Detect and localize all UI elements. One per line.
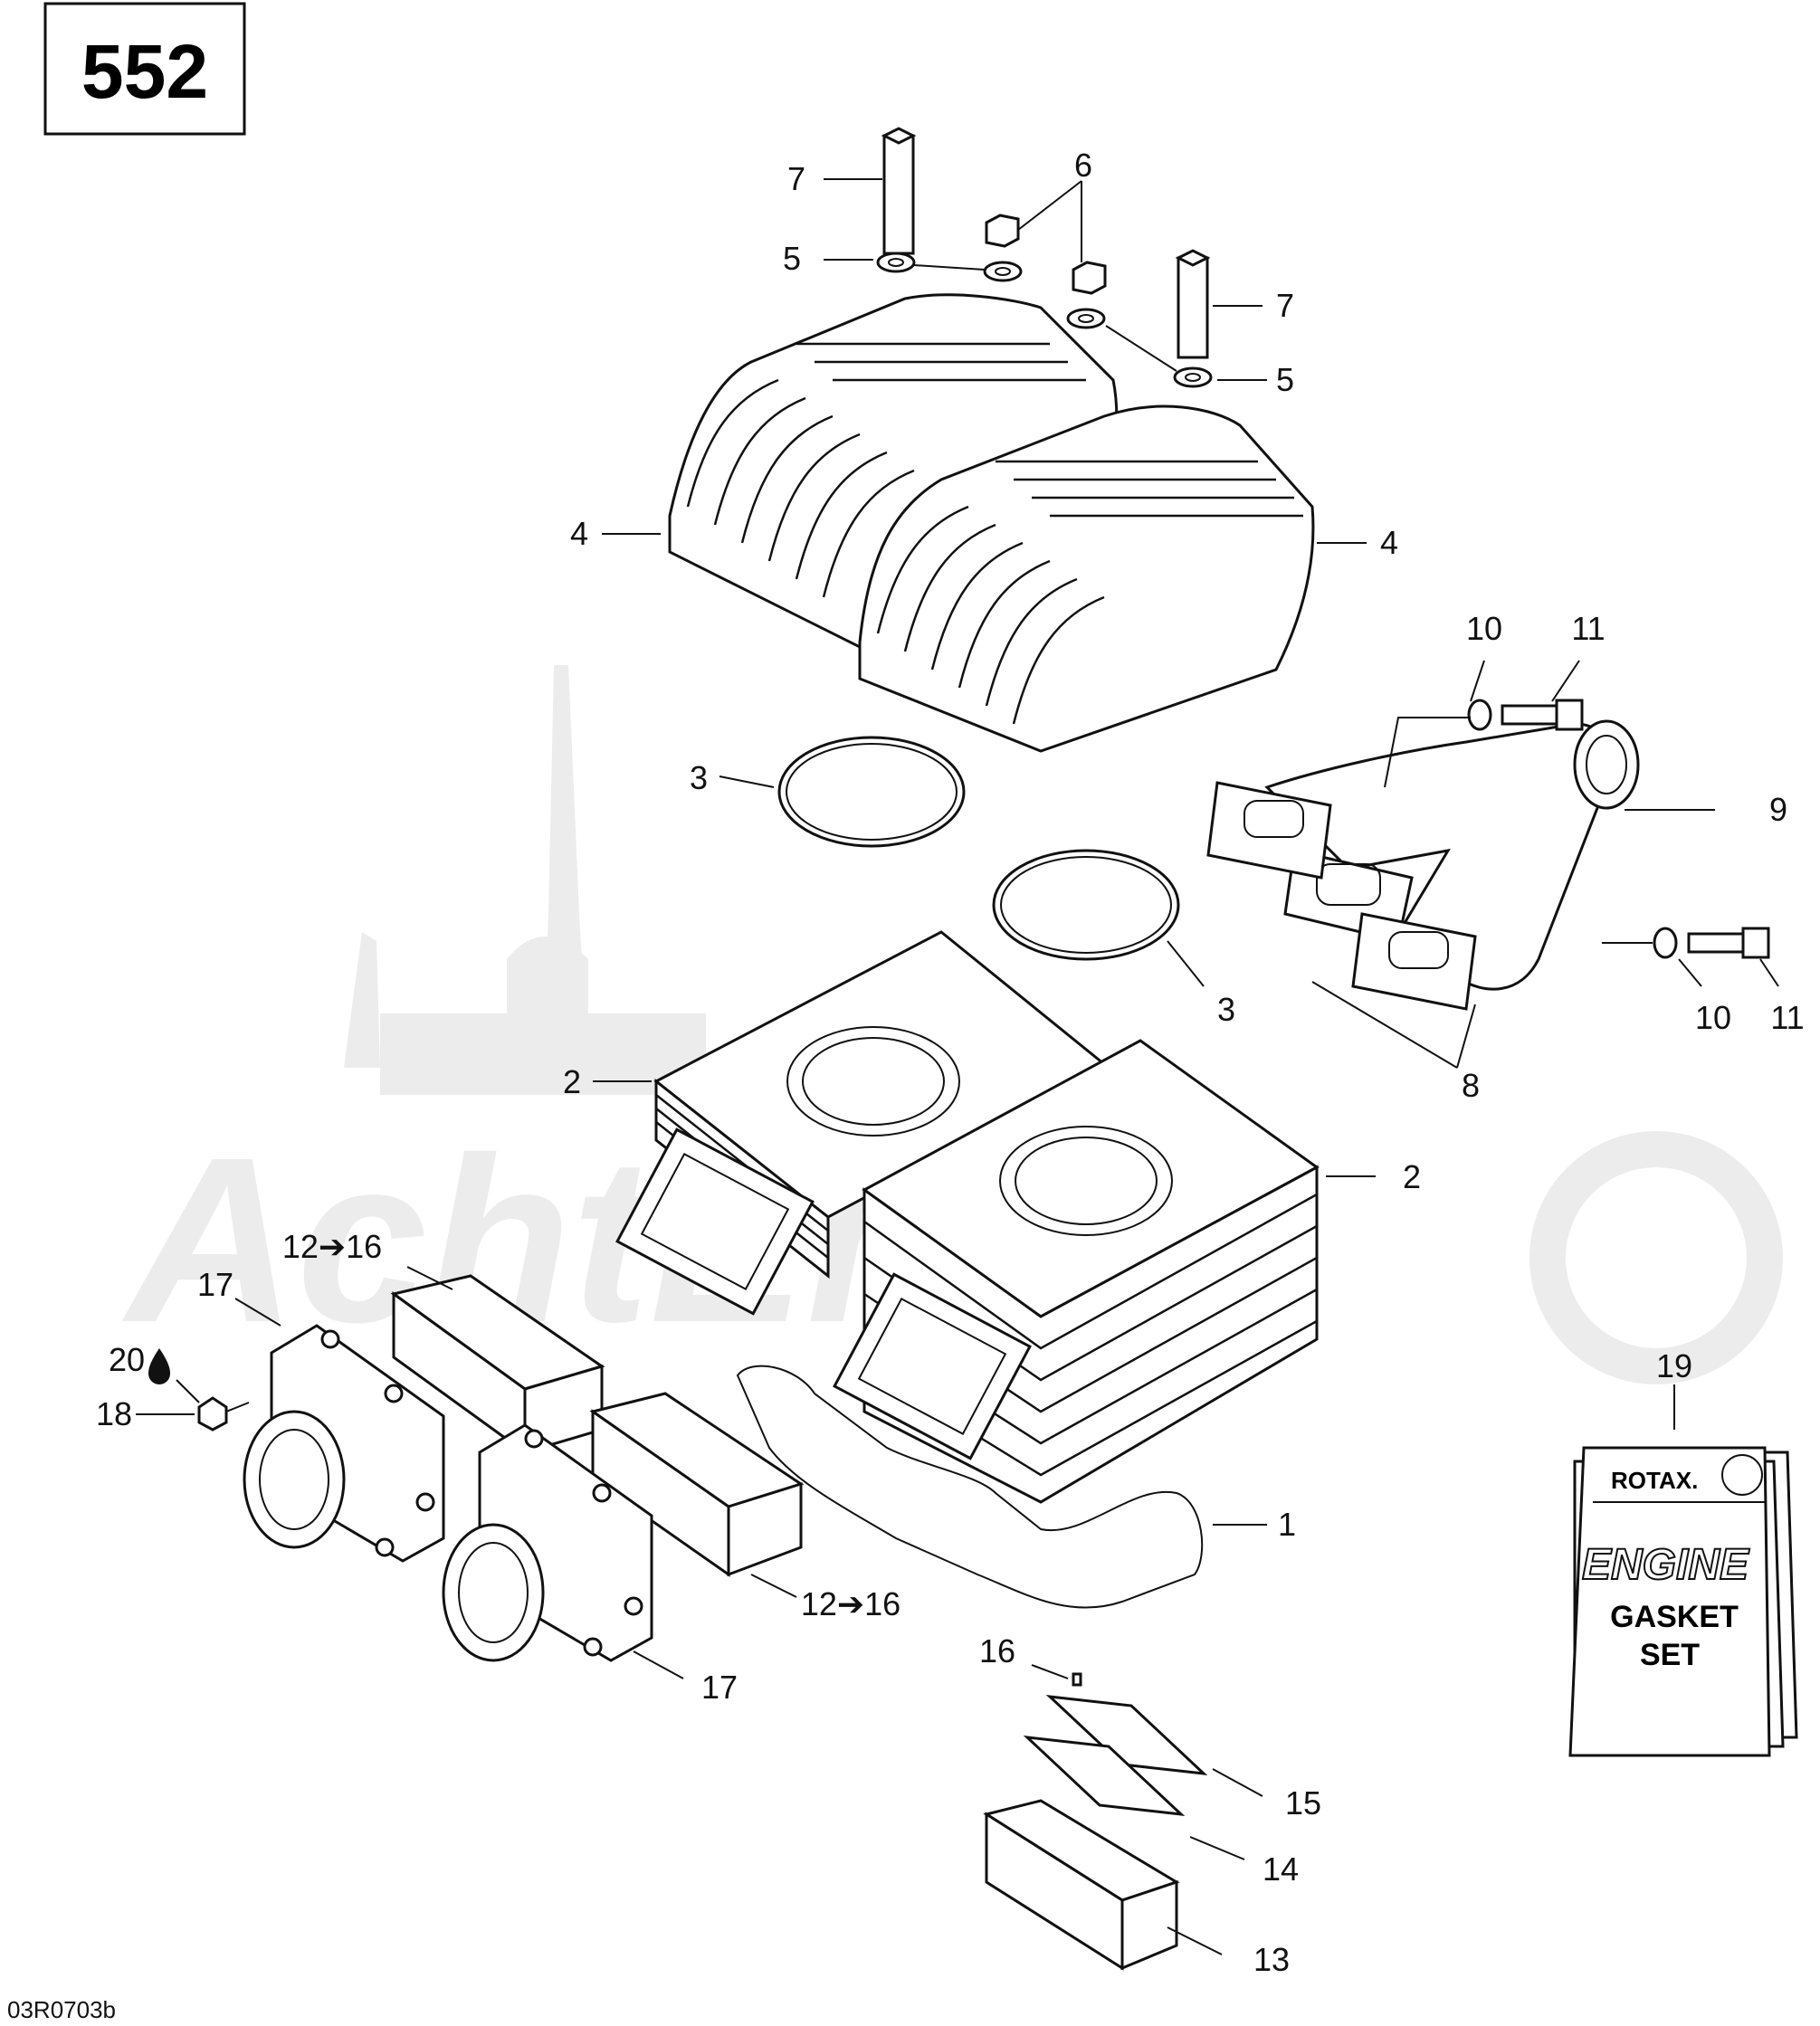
stud-right xyxy=(1177,256,1209,359)
callout-15: 15 xyxy=(1285,1784,1321,1821)
callout-10: 10 xyxy=(1695,999,1731,1036)
reed-valve-lower xyxy=(589,1392,805,1577)
callout-5: 5 xyxy=(1276,361,1294,398)
reed-petal xyxy=(1023,1736,1186,1816)
callout-18: 18 xyxy=(96,1395,132,1432)
cylinder-head-hardware xyxy=(876,127,1213,388)
manifold-bolts xyxy=(1384,699,1770,959)
engine-gasket-set: ROTAX. ENGINE GASKET SET xyxy=(1568,1446,1798,1757)
cylinder-right xyxy=(615,1039,1320,1504)
leader-lines xyxy=(136,178,1779,1955)
washer xyxy=(876,252,916,273)
callout-9: 9 xyxy=(1769,791,1787,828)
callout-7: 7 xyxy=(787,160,805,197)
washer xyxy=(983,261,1023,282)
callout-5: 5 xyxy=(783,240,801,277)
lock-washer xyxy=(1467,699,1492,731)
nut xyxy=(985,214,1020,248)
callout-17: 17 xyxy=(197,1266,233,1303)
reed-screw xyxy=(1072,1672,1082,1687)
washer xyxy=(1173,366,1213,388)
washer xyxy=(1066,308,1106,329)
intake-manifold-upper xyxy=(243,1324,445,1563)
callout-20: 20 xyxy=(109,1341,145,1378)
callout-13: 13 xyxy=(1253,1941,1290,1978)
callout-4: 4 xyxy=(1380,524,1398,561)
callout-17: 17 xyxy=(701,1669,738,1706)
o-ring-left xyxy=(777,736,966,848)
callouts: 7 5 6 7 5 4 4 3 3 2 2 1 8 9 10 11 10 11 … xyxy=(96,147,1805,1978)
callout-3: 3 xyxy=(690,759,708,796)
lock-washer xyxy=(1653,927,1678,959)
bolt xyxy=(1501,704,1558,726)
callout-19: 19 xyxy=(1656,1347,1692,1384)
nut xyxy=(1072,261,1107,295)
callout-14: 14 xyxy=(1263,1850,1299,1888)
stud-left xyxy=(882,134,915,255)
gasket-line2: GASKET xyxy=(1610,1600,1739,1634)
o-ring-right xyxy=(992,849,1180,961)
callout-4: 4 xyxy=(570,515,588,552)
reed-stop xyxy=(1045,1695,1208,1775)
screw xyxy=(197,1396,250,1432)
drawing-code: 03R0703b xyxy=(7,1996,116,2023)
callout-7: 7 xyxy=(1276,287,1294,324)
cylinder-head-right xyxy=(858,404,1315,753)
callout-10: 10 xyxy=(1466,610,1502,647)
callout-16: 16 xyxy=(979,1632,1015,1669)
reed-valve-upper xyxy=(390,1274,605,1455)
drop-icon xyxy=(148,1348,170,1384)
bolt xyxy=(1687,932,1745,954)
callout-2: 2 xyxy=(563,1063,581,1100)
gasket-line3: SET xyxy=(1640,1638,1700,1672)
callout-12-16: 12➔16 xyxy=(282,1228,382,1265)
intake-manifold-lower xyxy=(442,1423,653,1662)
callout-3: 3 xyxy=(1217,991,1235,1028)
callout-2: 2 xyxy=(1403,1158,1421,1195)
callout-11: 11 xyxy=(1571,610,1605,647)
gasket-line1: ENGINE xyxy=(1582,1541,1750,1589)
callout-8: 8 xyxy=(1462,1067,1480,1104)
base-gasket xyxy=(736,1365,1204,1609)
page-number-box: 552 xyxy=(43,2,246,136)
gasket-brand: ROTAX. xyxy=(1611,1467,1698,1494)
callout-6: 6 xyxy=(1074,147,1092,184)
callout-12-16: 12➔16 xyxy=(801,1585,900,1622)
page-number: 552 xyxy=(81,29,208,114)
callout-1: 1 xyxy=(1278,1506,1296,1543)
reed-block-exploded xyxy=(983,1672,1208,1971)
exhaust-gasket xyxy=(1206,781,1477,1011)
callout-11: 11 xyxy=(1770,999,1804,1036)
